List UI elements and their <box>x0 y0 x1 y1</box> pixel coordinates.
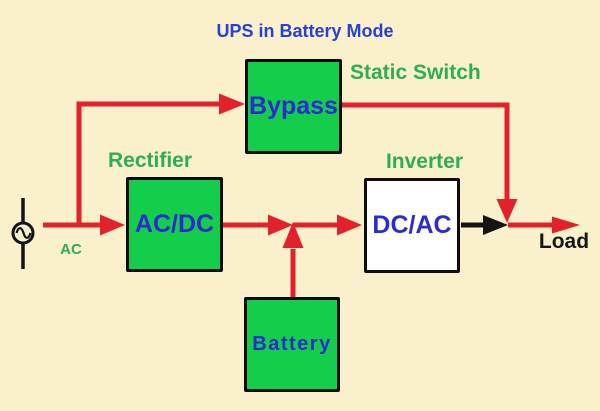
battery-block: Battery <box>244 297 340 392</box>
ac-source-icon <box>11 198 35 269</box>
junction-arrow <box>268 214 293 236</box>
bypass-output-line <box>342 102 510 200</box>
inverter-output-arrow <box>483 215 508 235</box>
inverter-input-arrow <box>337 214 362 236</box>
rectifier-label: AC/DC <box>134 210 215 238</box>
load-label: Load <box>538 230 590 253</box>
static-switch-label: Static Switch <box>350 61 481 84</box>
rectifier-heading: Rectifier <box>107 149 193 172</box>
inverter-label: DC/AC <box>372 211 452 239</box>
bypass-block: Bypass <box>245 59 342 154</box>
inverter-block: DC/AC <box>364 178 460 273</box>
bypass-feed-arrow <box>219 93 245 115</box>
battery-up-arrow <box>282 222 304 248</box>
inverter-heading: Inverter <box>385 150 464 173</box>
ac-input-arrow <box>100 214 125 236</box>
bypass-feed-line <box>76 101 220 227</box>
load-arrow <box>552 216 580 234</box>
bypass-label: Bypass <box>249 92 338 120</box>
diagram-title: UPS in Battery Mode <box>216 21 394 41</box>
static-switch-down-arrow <box>496 199 518 223</box>
rectifier-block: AC/DC <box>126 177 223 272</box>
ac-source-label: AC <box>60 241 82 258</box>
battery-label: Battery <box>252 333 332 355</box>
